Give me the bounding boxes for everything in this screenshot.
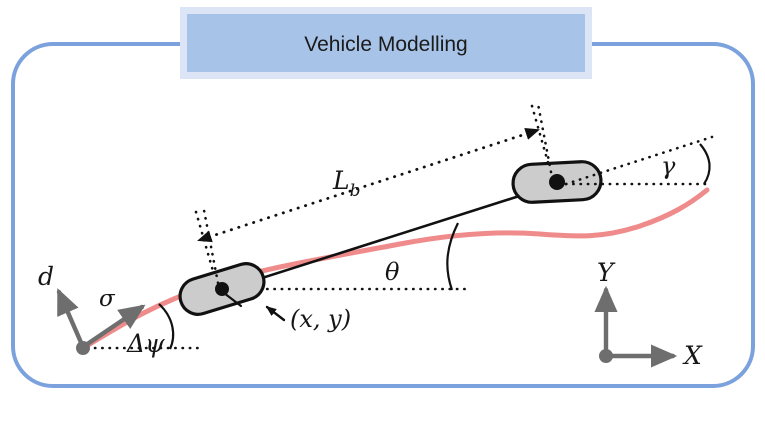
body-center-line <box>213 181 562 295</box>
outer-rounded-frame <box>11 42 755 388</box>
vehicle-rear-stub <box>222 291 243 308</box>
theta-arc <box>446 222 459 291</box>
xy-pointer-arrow <box>265 305 286 322</box>
x-axis-label: X <box>682 341 703 370</box>
delta-psi-arc <box>158 303 175 350</box>
xy-point-label: (x, y) <box>290 305 351 333</box>
theta-label: θ <box>385 258 400 286</box>
sigma-arrow <box>80 304 146 350</box>
xy-point-annotation: (x, y) <box>265 305 351 333</box>
vehicle-rear-center-dot <box>215 282 229 296</box>
title-banner: Vehicle Modelling <box>180 7 592 79</box>
path-origin-dot <box>76 341 90 355</box>
gamma-label: γ <box>661 152 676 180</box>
lb-label-sub: b <box>350 181 361 201</box>
rear-heading-dotted <box>201 203 220 285</box>
gamma-arc <box>699 143 711 185</box>
global-xy-frame: X Y <box>594 258 703 370</box>
title-text: Vehicle Modelling <box>304 33 467 56</box>
lb-double-arrow <box>197 128 540 243</box>
gamma-tilted-dotted <box>564 135 714 186</box>
d-arrow <box>56 288 86 350</box>
lb-label-main: L <box>332 166 350 195</box>
lb-measure-group: Lb <box>194 104 551 273</box>
y-axis-label: Y <box>597 258 616 287</box>
lb-tick-left <box>194 210 215 273</box>
lb-tick-right <box>530 104 551 168</box>
sigma-label: σ <box>99 286 116 312</box>
vehicle-front-center-dot <box>549 174 565 190</box>
gamma-measure-group: γ <box>564 135 714 186</box>
d-label: d <box>38 262 54 291</box>
lb-label: Lb <box>332 166 361 201</box>
lateral-error-frame: d σ Δψ <box>38 262 202 358</box>
title-banner-inner <box>187 14 585 72</box>
delta-psi-label: Δψ <box>126 329 165 358</box>
front-heading-dotted <box>536 102 553 174</box>
global-frame-origin-dot <box>599 349 613 363</box>
